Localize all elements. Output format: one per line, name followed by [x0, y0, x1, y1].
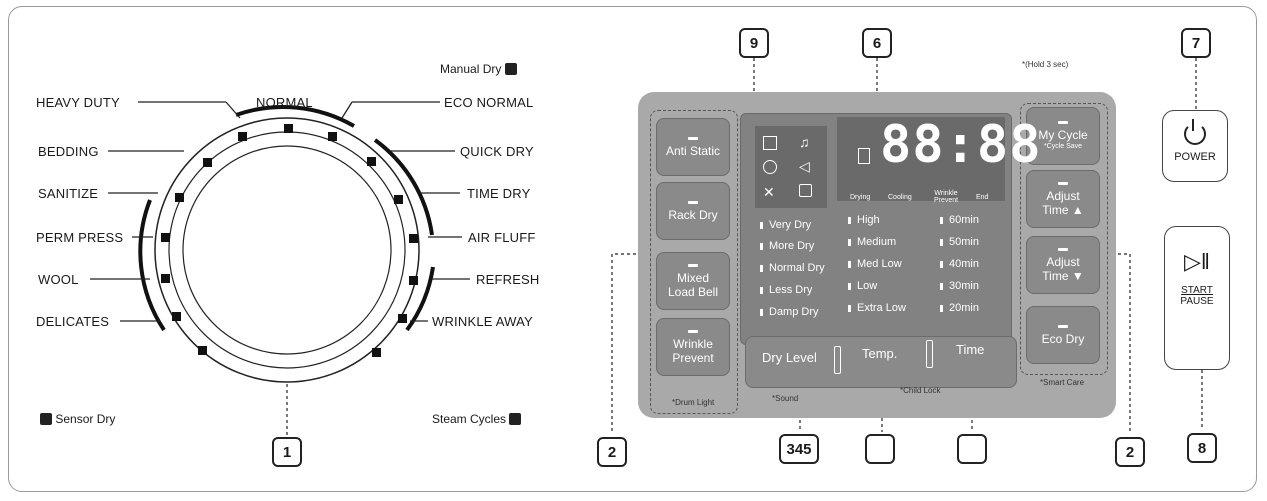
callout-6: 6 [862, 28, 892, 58]
label-bedding: BEDDING [38, 144, 99, 159]
sensor-dry-icon [40, 413, 52, 425]
dry-level-button[interactable]: Dry Level [762, 350, 817, 365]
label-normal: NORMAL [256, 95, 313, 110]
label-sensor-dry: Sensor Dry [40, 412, 115, 426]
power-icon [1184, 119, 1206, 145]
label-steam-cycles: Steam Cycles [432, 412, 522, 426]
lcd-screen [837, 117, 1005, 201]
my-cycle-button[interactable]: My Cycle*Cycle Save [1026, 107, 1100, 165]
time-digits: 88:88 [880, 115, 1042, 175]
label-delicates: DELICATES [36, 314, 110, 329]
right-button-group [1020, 103, 1108, 375]
callout-7: 7 [1181, 28, 1211, 58]
label-perm-press: PERM PRESS [36, 230, 124, 245]
progress-drying: Drying [850, 194, 871, 201]
time-50min: 50min [940, 236, 979, 248]
label-air-fluff: AIR FLUFF [468, 230, 536, 245]
separator [834, 346, 841, 374]
temp-high: High [848, 214, 880, 226]
smart-care-icon [799, 184, 812, 197]
label-time-dry: TIME DRY [467, 186, 531, 201]
label-quick-dry: QUICK DRY [460, 144, 534, 159]
time-60min: 60min [940, 214, 979, 226]
dry-level-very-dry: Very Dry [760, 219, 811, 231]
dry-level-normal-dry: Normal Dry [760, 262, 825, 274]
dry-level-less-dry: Less Dry [760, 284, 812, 296]
dry-level-more-dry: More Dry [760, 240, 814, 252]
hourglass-icon [858, 148, 870, 164]
label-wrinkle-away: WRINKLE AWAY [432, 314, 533, 329]
callout-9: 9 [739, 28, 769, 58]
steam-cycles-icon [509, 413, 522, 425]
play-pause-icon: ▷‖ [1183, 249, 1210, 274]
temp-low: Low [848, 280, 877, 292]
figure-frame [8, 6, 1257, 492]
callout-2-right: 2 [1115, 437, 1145, 467]
callout-1: 1 [272, 437, 302, 467]
temp-med-low: Med Low [848, 258, 902, 270]
progress-end: End [976, 194, 989, 201]
callout-8: 8 [1187, 433, 1217, 463]
sound-off-icon: ◁ [799, 158, 810, 174]
note-child-lock: *Child Lock [900, 386, 941, 395]
progress-cooling: Cooling [888, 194, 912, 201]
label-manual-dry: Manual Dry [440, 62, 517, 76]
dry-level-damp-dry: Damp Dry [760, 306, 819, 318]
temp-extra-low: Extra Low [848, 302, 906, 314]
child-lock-icon: ✕ [763, 184, 775, 200]
sensor-icon [763, 160, 777, 174]
status-icons: ♫ ◁ ✕ [755, 126, 827, 208]
temp-button[interactable]: Temp. [862, 346, 898, 361]
time-40min: 40min [940, 258, 979, 270]
label-heavy-duty: HEAVY DUTY [36, 95, 120, 110]
progress-wrinkle-prevent: Wrinkle Prevent [933, 190, 959, 204]
callout-2-left: 2 [597, 437, 627, 467]
separator [926, 340, 933, 368]
callout-345: 345 [779, 434, 819, 464]
note-drum-light: *Drum Light [672, 398, 715, 407]
left-button-group [650, 110, 738, 414]
note-sound: *Sound [772, 394, 799, 403]
drum-light-icon [763, 136, 777, 150]
label-sanitize: SANITIZE [38, 186, 99, 201]
eco-dry-button[interactable]: Eco Dry [1026, 306, 1100, 364]
temp-medium: Medium [848, 236, 896, 248]
start-pause-button[interactable]: ▷‖ START PAUSE [1164, 226, 1230, 370]
manual-dry-icon [504, 63, 517, 75]
time-30min: 30min [940, 280, 979, 292]
time-button[interactable]: Time [956, 342, 985, 357]
note-smart-care: *Smart Care [1040, 378, 1085, 387]
callout-blank-2 [957, 434, 987, 464]
time-20min: 20min [940, 302, 979, 314]
dial-ticks [161, 124, 418, 357]
callout-blank-1 [865, 434, 895, 464]
power-button[interactable]: POWER [1162, 110, 1228, 182]
label-wool: WOOL [38, 272, 79, 287]
label-refresh: REFRESH [476, 272, 540, 287]
rack-dry-button[interactable]: Rack Dry [656, 182, 730, 240]
bell-icon: ♫ [799, 134, 810, 150]
note-hold-3-sec: *(Hold 3 sec) [1022, 60, 1069, 69]
label-eco-normal: ECO NORMAL [444, 95, 534, 110]
anti-static-button[interactable]: Anti Static [656, 118, 730, 176]
selector-row [745, 336, 1017, 388]
